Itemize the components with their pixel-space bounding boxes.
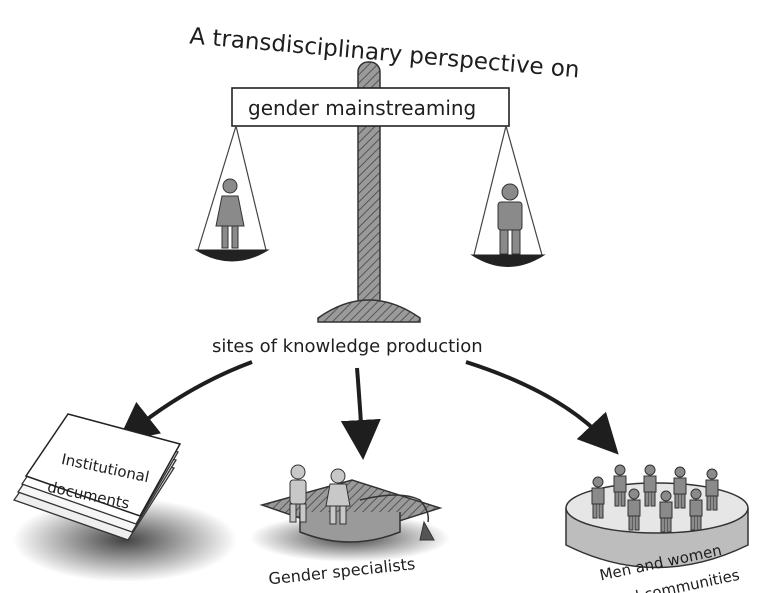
scale-beam-box bbox=[231, 87, 510, 127]
site-institutional-documents: Institutional documents bbox=[12, 413, 237, 582]
subtitle: sites of knowledge production bbox=[212, 336, 483, 357]
balance-scale: gender mainstreaming bbox=[194, 61, 546, 323]
paper-stack-icon bbox=[12, 413, 182, 541]
woman-figure-icon bbox=[215, 178, 245, 249]
arrow-to-communities bbox=[465, 360, 619, 455]
scale-beam-label: gender mainstreaming bbox=[248, 96, 476, 120]
community-figures-icon bbox=[591, 464, 719, 533]
scale-base bbox=[317, 299, 421, 323]
community-platform-icon bbox=[565, 482, 749, 569]
arrow-to-documents bbox=[117, 360, 253, 443]
man-figure-icon bbox=[497, 183, 523, 255]
arrow-to-specialists bbox=[340, 367, 381, 460]
right-scale-pan bbox=[470, 254, 546, 267]
left-scale-pan bbox=[194, 249, 270, 262]
specialist-figures-icon bbox=[289, 464, 351, 525]
site-rural-communities: Men and women from rural communities bbox=[565, 464, 749, 593]
site-gender-specialists: Gender specialists bbox=[250, 464, 450, 588]
diagram-title: A transdisciplinary perspective on bbox=[188, 23, 580, 83]
